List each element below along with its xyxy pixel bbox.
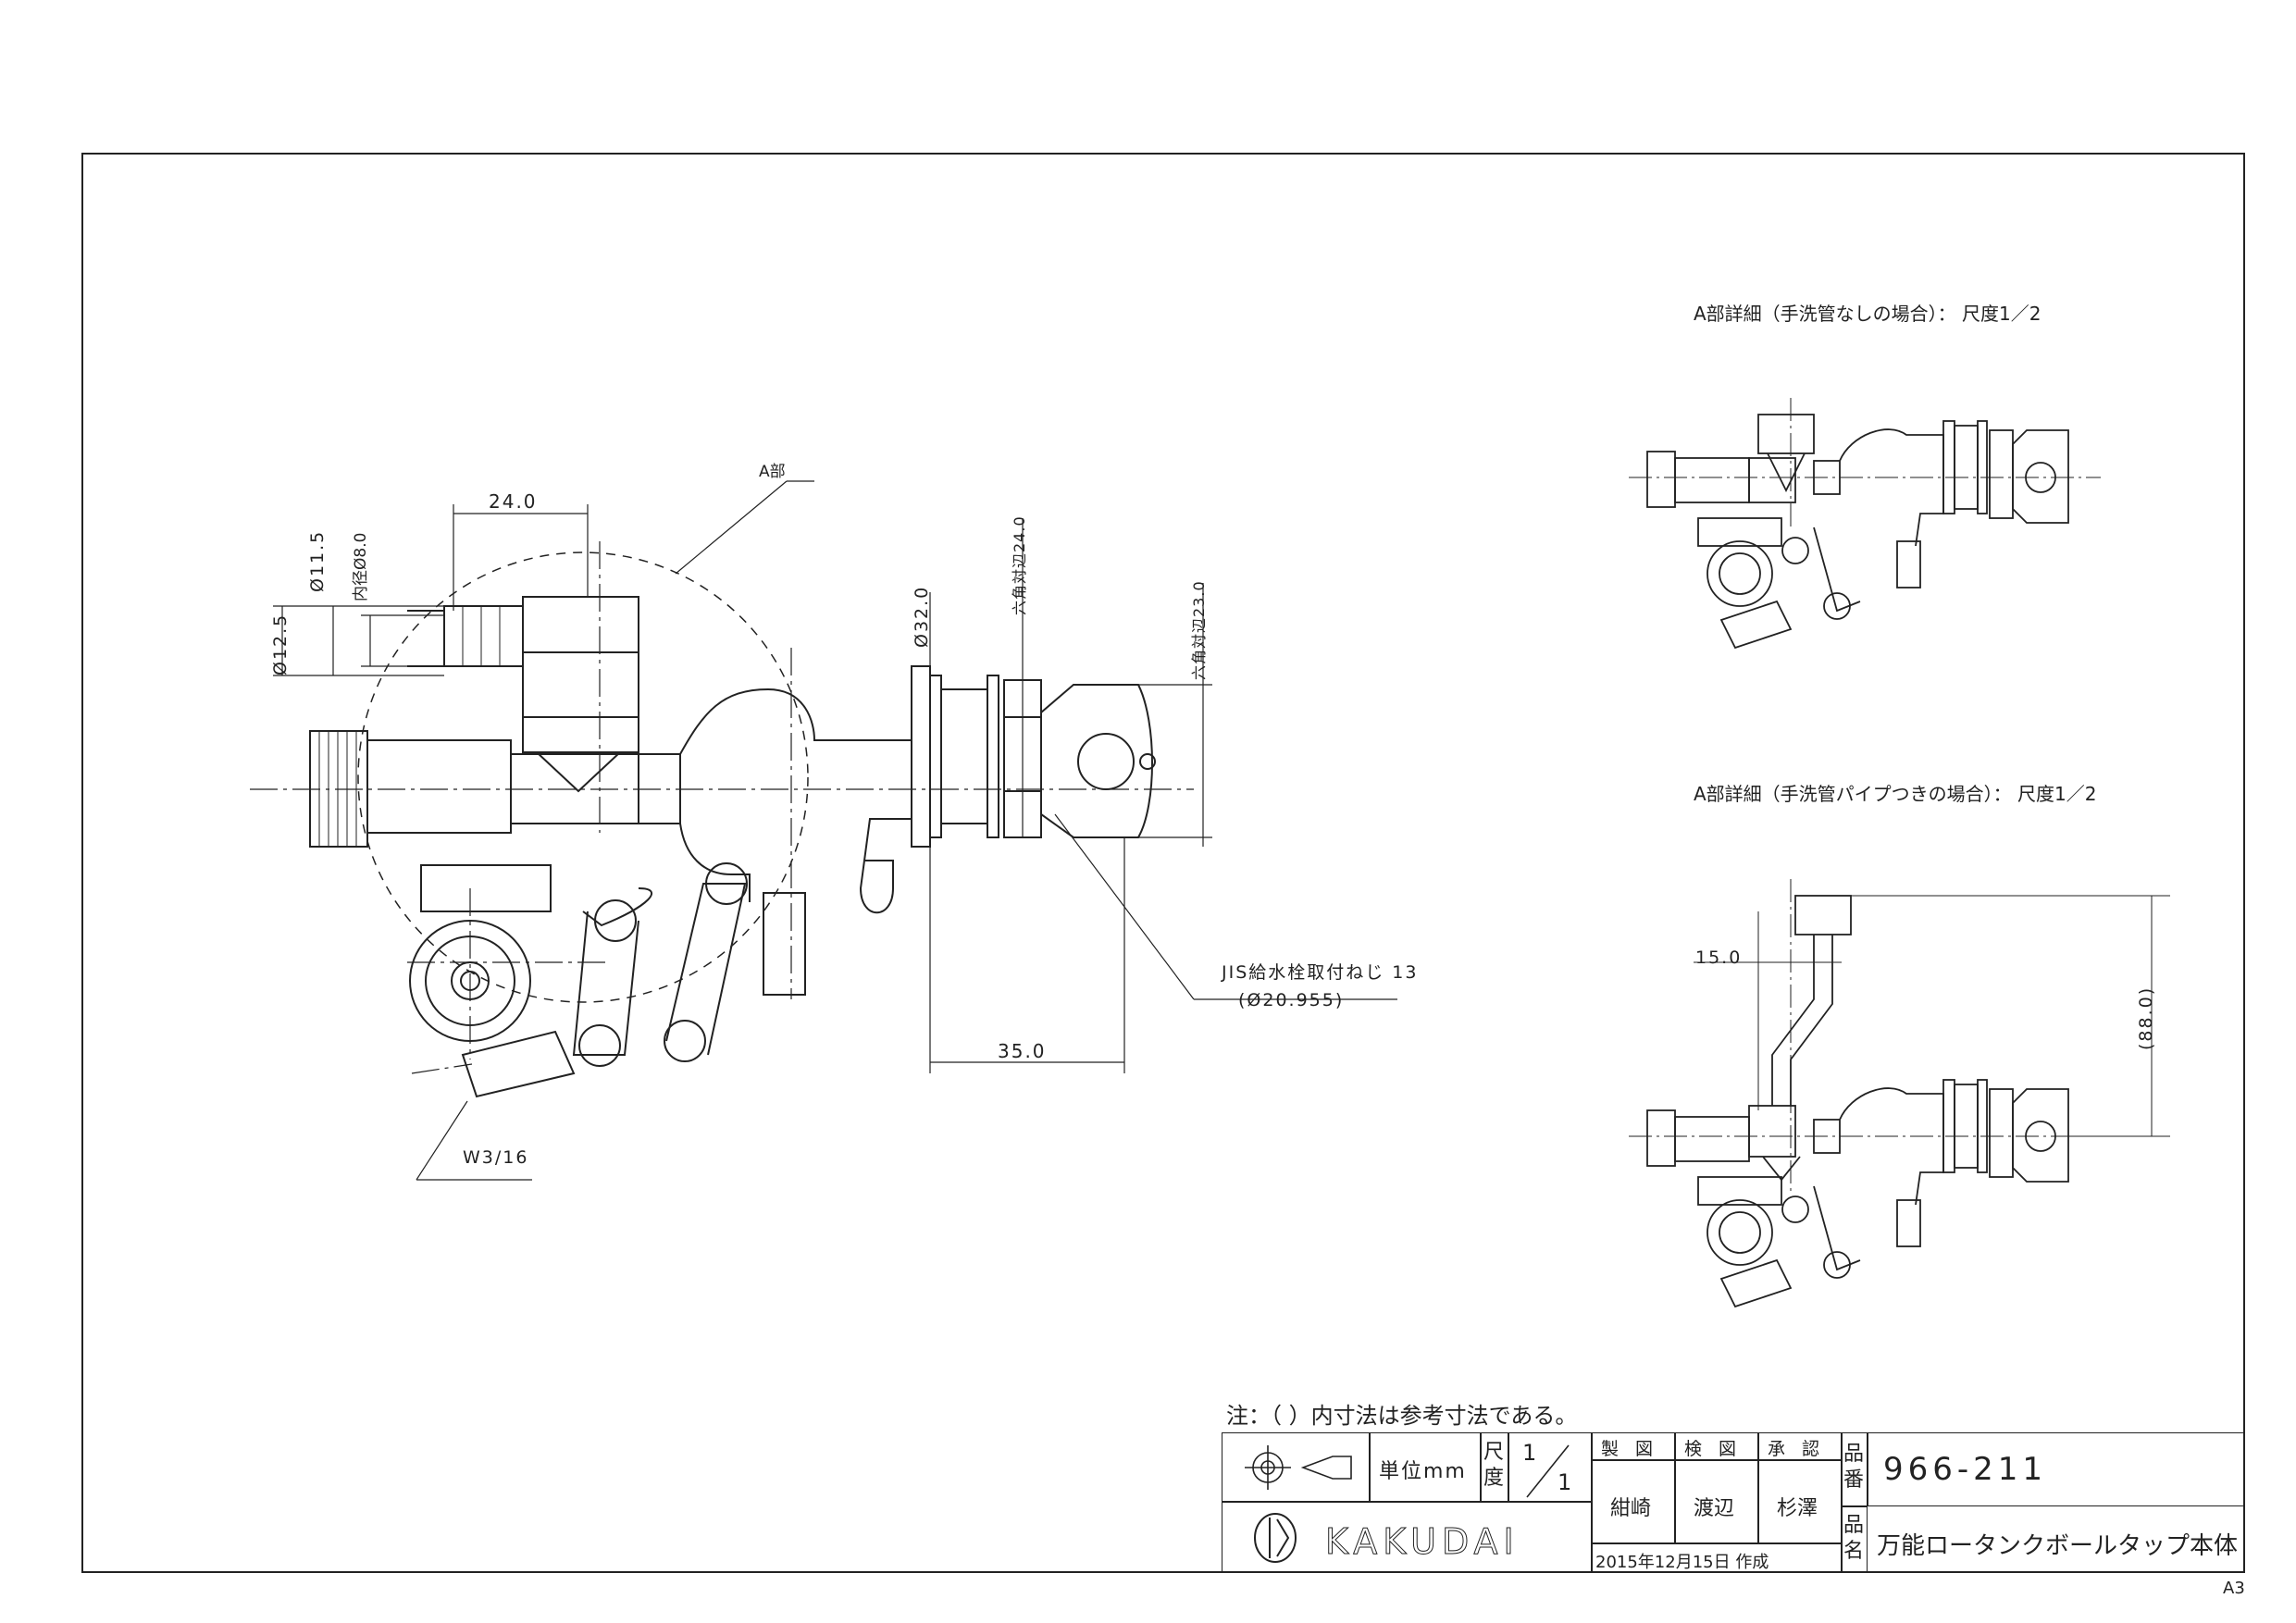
- role-approved: 承 認: [1768, 1439, 1826, 1459]
- scale-denominator: 1: [1558, 1469, 1572, 1495]
- dim-24: 24.0: [489, 490, 538, 513]
- scale-numerator: 1: [1522, 1440, 1537, 1466]
- role-checked: 検 図: [1684, 1439, 1743, 1459]
- name-approver: 杉澤: [1777, 1497, 1818, 1520]
- drawing-frame: [81, 153, 2245, 1573]
- part-a-label: A部: [759, 463, 786, 481]
- detail2-dim-15: 15.0: [1695, 948, 1743, 968]
- name-cell-3: [1758, 1460, 1842, 1543]
- sheet-size-label: A3: [2223, 1579, 2245, 1598]
- company-name: KAKUDAI: [1325, 1521, 1520, 1563]
- company-cell: [1222, 1502, 1592, 1573]
- scale-value-cell: [1508, 1432, 1592, 1502]
- part-name-label-cell: [1842, 1506, 1868, 1573]
- name-drafter: 紺崎: [1610, 1497, 1652, 1520]
- creation-date: 2015年12月15日 作成: [1595, 1553, 1769, 1572]
- part-number: 966-211: [1883, 1451, 2048, 1488]
- jis-diameter-label: (Ø20.955): [1238, 990, 1345, 1010]
- name-cell-1: [1592, 1460, 1675, 1543]
- projection-symbol-cell: [1222, 1432, 1370, 1502]
- detail1-caption: A部詳細（手洗管なしの場合）： 尺度1／2: [1694, 303, 2042, 325]
- role-cell-1: [1592, 1432, 1675, 1460]
- role-drafted: 製 図: [1601, 1439, 1659, 1459]
- jis-thread-label: JIS給水栓取付ねじ 13: [1222, 962, 1419, 983]
- name-cell-2: [1675, 1460, 1758, 1543]
- scale-label-cell: [1481, 1432, 1508, 1502]
- part-no-value-cell: [1868, 1432, 2245, 1506]
- detail2-caption: A部詳細（手洗管パイプつきの場合）： 尺度1／2: [1694, 783, 2097, 805]
- name-checker: 渡辺: [1694, 1497, 1735, 1520]
- w3-16-label: W3/16: [463, 1147, 529, 1168]
- part-name: 万能ロータンクボールタップ本体: [1877, 1532, 2239, 1560]
- part-name-label: 品名: [1843, 1514, 1865, 1563]
- unit-label: 単位mm: [1379, 1460, 1467, 1483]
- role-cell-3: [1758, 1432, 1842, 1460]
- scale-label: 尺度: [1483, 1441, 1505, 1490]
- unit-cell: [1370, 1432, 1481, 1502]
- part-no-label-cell: [1842, 1432, 1868, 1506]
- dim-35: 35.0: [998, 1040, 1047, 1062]
- part-no-label: 品番: [1843, 1443, 1865, 1492]
- date-cell: [1592, 1543, 1842, 1573]
- reference-note: 注：（ ）内寸法は参考寸法である。: [1226, 1403, 1578, 1429]
- role-cell-2: [1675, 1432, 1758, 1460]
